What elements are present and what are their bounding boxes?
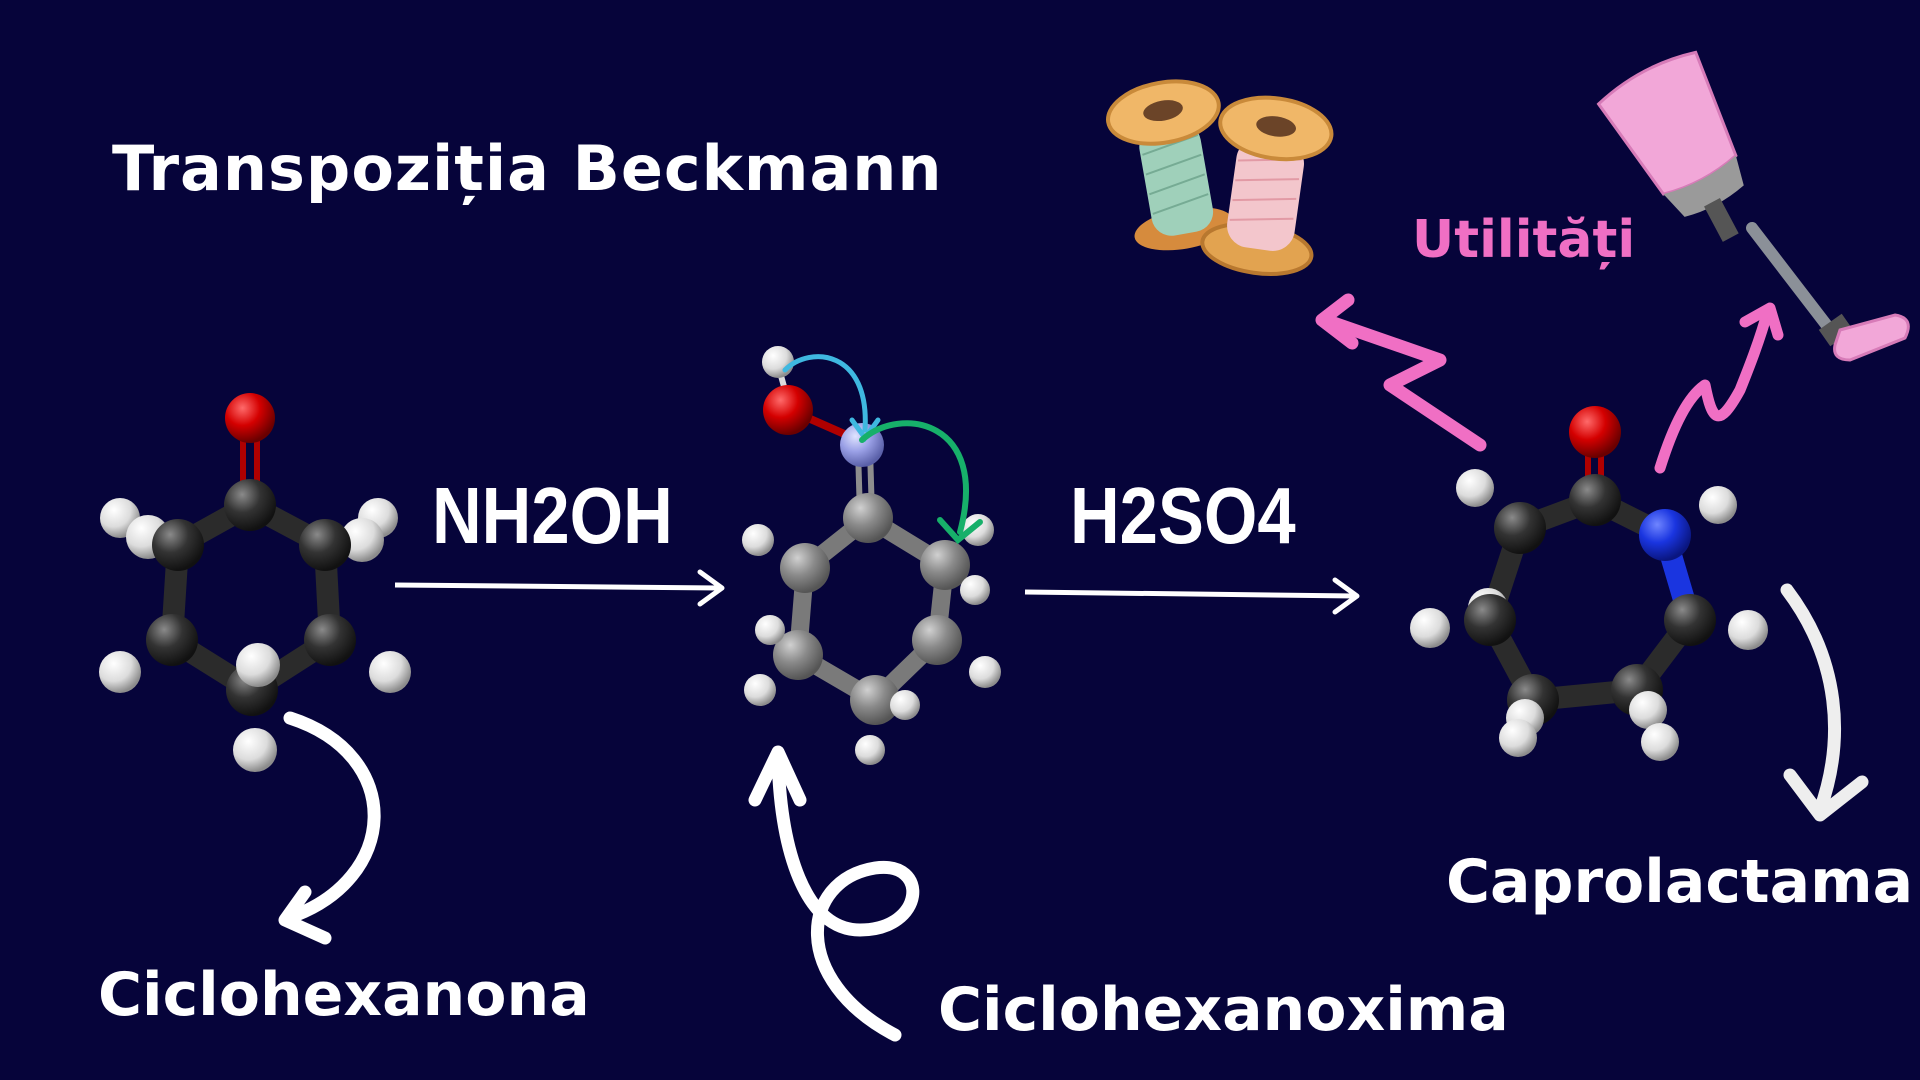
cyclohexanone-model bbox=[99, 393, 411, 772]
molecule-label-cyclohexanone: Ciclohexanona bbox=[98, 960, 590, 1030]
reaction-arrow-2 bbox=[1024, 577, 1360, 615]
uses-arrow-right bbox=[1654, 302, 1784, 474]
mechanism-arrow-blue bbox=[782, 354, 868, 433]
mechanism-arrow-green bbox=[859, 420, 969, 535]
cyclohexanone-oxime-model bbox=[742, 346, 1001, 765]
pointer-arrow-oxime bbox=[748, 745, 920, 1042]
prosthetic-leg-icon bbox=[1596, 50, 1910, 362]
pointer-arrow-caprolactam bbox=[1780, 583, 1869, 822]
uses-arrow-left bbox=[1315, 293, 1487, 452]
page-title: Transpoziția Beckmann bbox=[112, 132, 943, 205]
reagent-label-nh2oh: NH2OH bbox=[432, 471, 673, 560]
caprolactam-model bbox=[1410, 406, 1768, 761]
pointer-arrow-cyclohexanone bbox=[278, 711, 381, 945]
molecule-label-caprolactam: Caprolactama bbox=[1446, 847, 1914, 917]
thread-spools-icon bbox=[1106, 79, 1334, 276]
reagent-label-h2so4: H2SO4 bbox=[1070, 471, 1296, 560]
reaction-arrow-1 bbox=[394, 569, 725, 607]
uses-label: Utilități bbox=[1412, 210, 1636, 270]
molecule-label-oxime: Ciclohexanoxima bbox=[938, 975, 1509, 1045]
